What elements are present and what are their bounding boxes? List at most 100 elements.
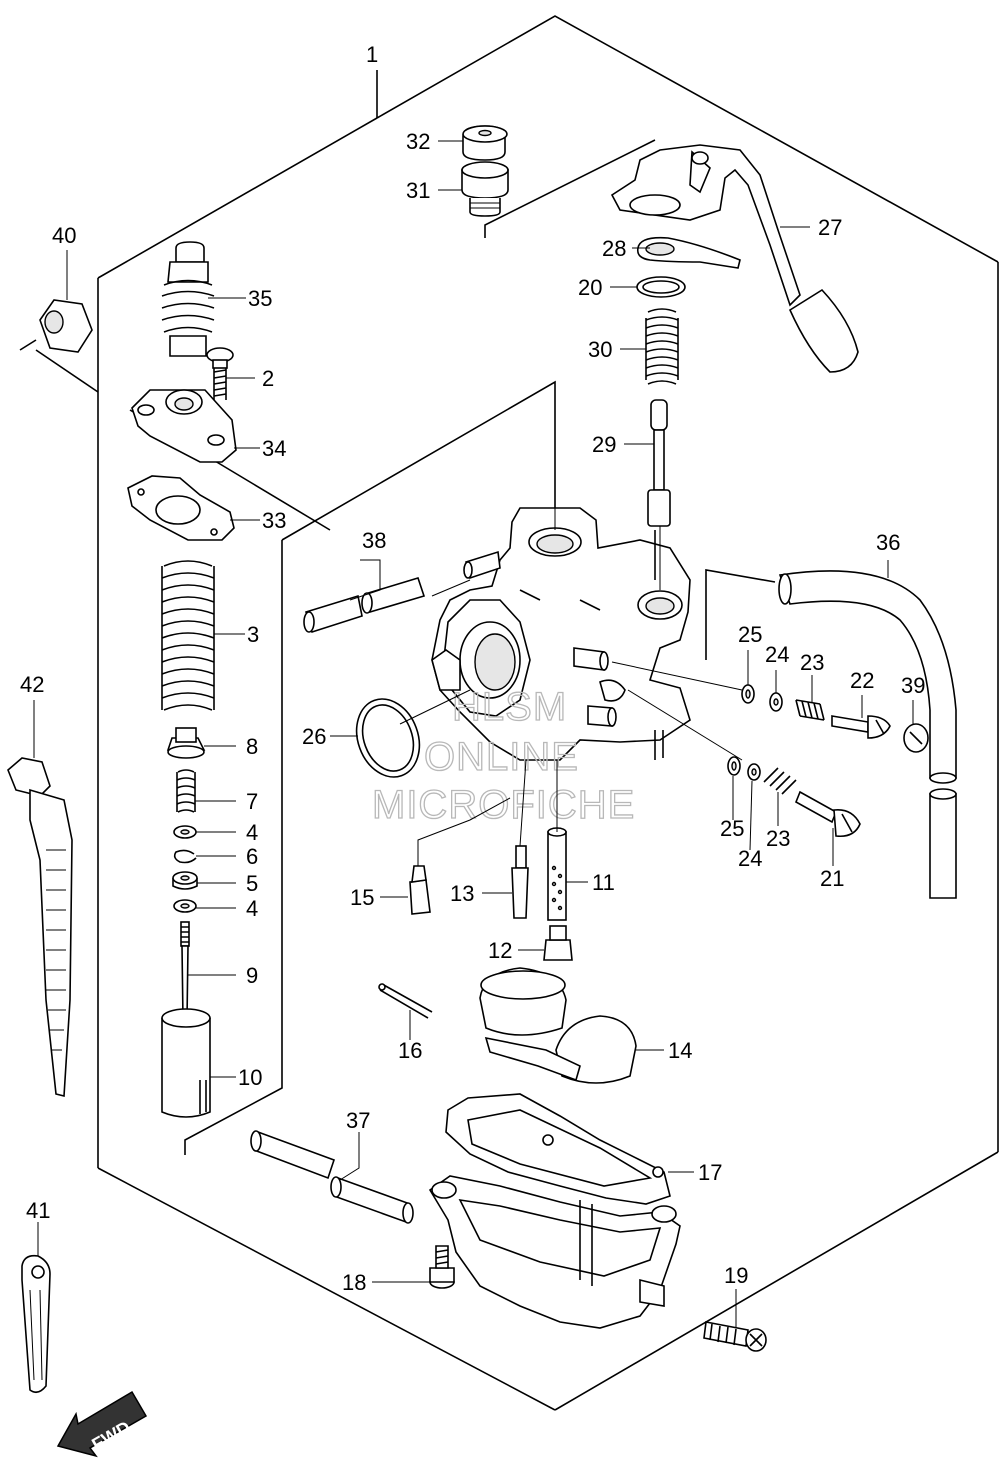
part-14-float xyxy=(479,967,637,1084)
part-6-clip xyxy=(173,849,197,864)
part-35-boot xyxy=(161,241,215,357)
part-27-choke-lever xyxy=(610,144,859,373)
callout-14: 14 xyxy=(668,1038,692,1063)
callout-labels: 1 32 31 27 28 20 30 29 40 35 2 34 33 38 … xyxy=(20,42,925,1295)
callout-42: 42 xyxy=(20,672,44,697)
part-39-cap xyxy=(903,723,929,753)
callout-27: 27 xyxy=(818,215,842,240)
part-10-throttle-valve xyxy=(161,1008,211,1118)
callout-28: 28 xyxy=(602,236,626,261)
fwd-arrow-icon: FWD xyxy=(56,1390,148,1458)
callout-22: 22 xyxy=(850,668,874,693)
part-13-jet xyxy=(511,845,529,919)
part-38-tube xyxy=(303,577,426,634)
part-41-clamp xyxy=(21,1254,51,1394)
part-37-tube xyxy=(250,1130,414,1224)
watermark-line-2: ONLINE xyxy=(424,735,579,779)
part-20-oring xyxy=(636,276,686,298)
part-12-main-jet xyxy=(543,925,573,961)
callout-39: 39 xyxy=(901,673,925,698)
callout-26: 26 xyxy=(302,724,326,749)
callout-4-lower: 4 xyxy=(246,896,258,921)
callout-1: 1 xyxy=(366,42,378,67)
callout-12: 12 xyxy=(488,938,512,963)
part-25-washer-lower xyxy=(727,756,741,776)
callout-19: 19 xyxy=(724,1263,748,1288)
part-42-cable-tie xyxy=(7,757,73,1098)
part-8-retainer xyxy=(166,727,206,759)
callout-4-upper: 4 xyxy=(246,820,258,845)
part-23-spring-lower xyxy=(763,767,797,795)
leader-lines xyxy=(33,70,914,1328)
callout-40: 40 xyxy=(52,223,76,248)
part-3-spring xyxy=(161,560,215,711)
part-23-spring-upper xyxy=(795,699,825,721)
callout-3: 3 xyxy=(247,622,259,647)
part-31-plug xyxy=(461,161,509,217)
callout-32: 32 xyxy=(406,129,430,154)
callout-10: 10 xyxy=(238,1065,262,1090)
callout-5: 5 xyxy=(246,871,258,896)
callout-25-upper: 25 xyxy=(738,622,762,647)
part-9-needle xyxy=(180,921,190,1021)
callout-37: 37 xyxy=(346,1108,370,1133)
part-15-needle-valve xyxy=(409,865,431,915)
part-30-spring xyxy=(645,308,679,385)
part-33-gasket xyxy=(127,475,235,541)
part-4-washer-upper xyxy=(173,825,197,839)
watermark-line-3: MICROFICHE xyxy=(372,783,635,827)
watermark: HLSM ONLINE MICROFICHE xyxy=(371,684,635,827)
callout-23-upper: 23 xyxy=(800,650,824,675)
part-16-pin xyxy=(378,983,433,1019)
callout-24-upper: 24 xyxy=(765,642,789,667)
callout-8: 8 xyxy=(246,734,258,759)
part-24-washer-upper xyxy=(769,692,783,712)
callout-7: 7 xyxy=(246,789,258,814)
part-28-plate xyxy=(636,236,741,269)
part-34-top-cover xyxy=(131,389,237,463)
part-40-nut xyxy=(39,299,93,353)
part-29-plunger xyxy=(647,399,671,527)
callout-35: 35 xyxy=(248,286,272,311)
callout-36: 36 xyxy=(876,530,900,555)
callout-31: 31 xyxy=(406,178,430,203)
callout-29: 29 xyxy=(592,432,616,457)
watermark-line-1: HLSM xyxy=(452,685,567,729)
callout-6: 6 xyxy=(246,844,258,869)
callout-18: 18 xyxy=(342,1270,366,1295)
callout-9: 9 xyxy=(246,963,258,988)
carburetor-body xyxy=(431,507,691,761)
part-19-screw xyxy=(703,1321,767,1352)
part-32-cap xyxy=(462,125,508,161)
callout-24-lower: 24 xyxy=(738,846,762,871)
callout-17: 17 xyxy=(698,1160,722,1185)
callout-13: 13 xyxy=(450,881,474,906)
callout-15: 15 xyxy=(350,885,374,910)
callout-20: 20 xyxy=(578,275,602,300)
part-7-spring xyxy=(176,769,196,813)
callout-38: 38 xyxy=(362,528,386,553)
part-36-hose xyxy=(778,570,957,899)
part-22-screw xyxy=(831,715,891,739)
callout-33: 33 xyxy=(262,508,286,533)
part-5-collar xyxy=(172,871,198,890)
part-26-oring xyxy=(355,698,421,778)
callout-41: 41 xyxy=(26,1198,50,1223)
callout-21: 21 xyxy=(820,866,844,891)
callout-25-lower: 25 xyxy=(720,816,744,841)
callout-34: 34 xyxy=(262,436,286,461)
part-21-screw xyxy=(794,790,861,838)
part-17-gasket xyxy=(445,1093,671,1205)
part-2-screw xyxy=(206,347,234,400)
part-11-emulsion-tube xyxy=(547,827,567,921)
part-24-washer-lower xyxy=(747,763,761,781)
callout-2: 2 xyxy=(262,366,274,391)
part-25-washer-upper xyxy=(741,684,755,704)
callout-11: 11 xyxy=(592,870,615,895)
part-4-washer-lower xyxy=(173,899,197,913)
callout-16: 16 xyxy=(398,1038,422,1063)
callout-30: 30 xyxy=(588,337,612,362)
part-18-screw xyxy=(429,1245,455,1289)
callout-23-lower: 23 xyxy=(766,826,790,851)
